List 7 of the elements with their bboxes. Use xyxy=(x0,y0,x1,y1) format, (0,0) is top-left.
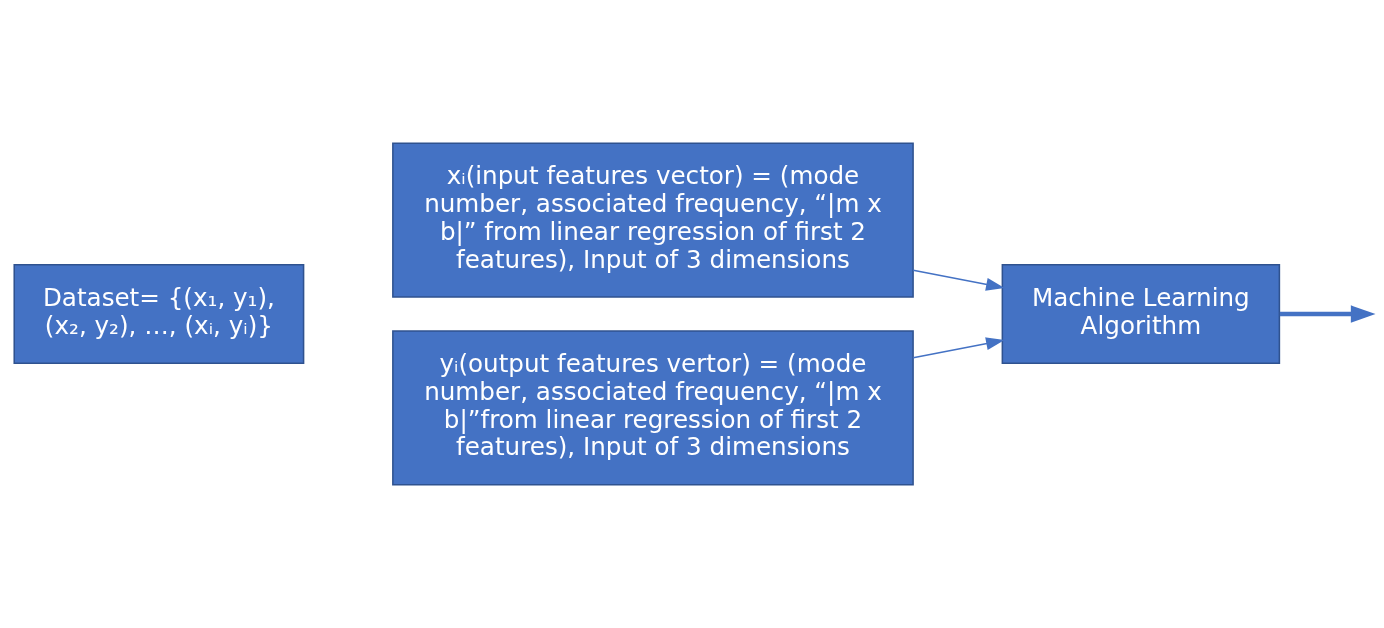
arrow xyxy=(912,337,1005,359)
arrow xyxy=(1279,305,1376,323)
arrow xyxy=(912,269,1005,291)
node-box: yᵢ(output features vertor) = (mode number, associated frequency, “|m x b|”from linear regression of first 2 features), Input of 3 dimensions xyxy=(392,330,914,486)
node-box: xᵢ(input features vector) = (mode number, associated frequency, “|m x b|” from linear regression of first 2 features), Input of 3 dimensions xyxy=(392,142,914,298)
node-box: Machine Learning Algorithm xyxy=(1001,264,1281,364)
node-box: Dataset= {(x₁, y₁), (x₂, y₂), …, (xᵢ, yᵢ)} xyxy=(13,264,305,364)
